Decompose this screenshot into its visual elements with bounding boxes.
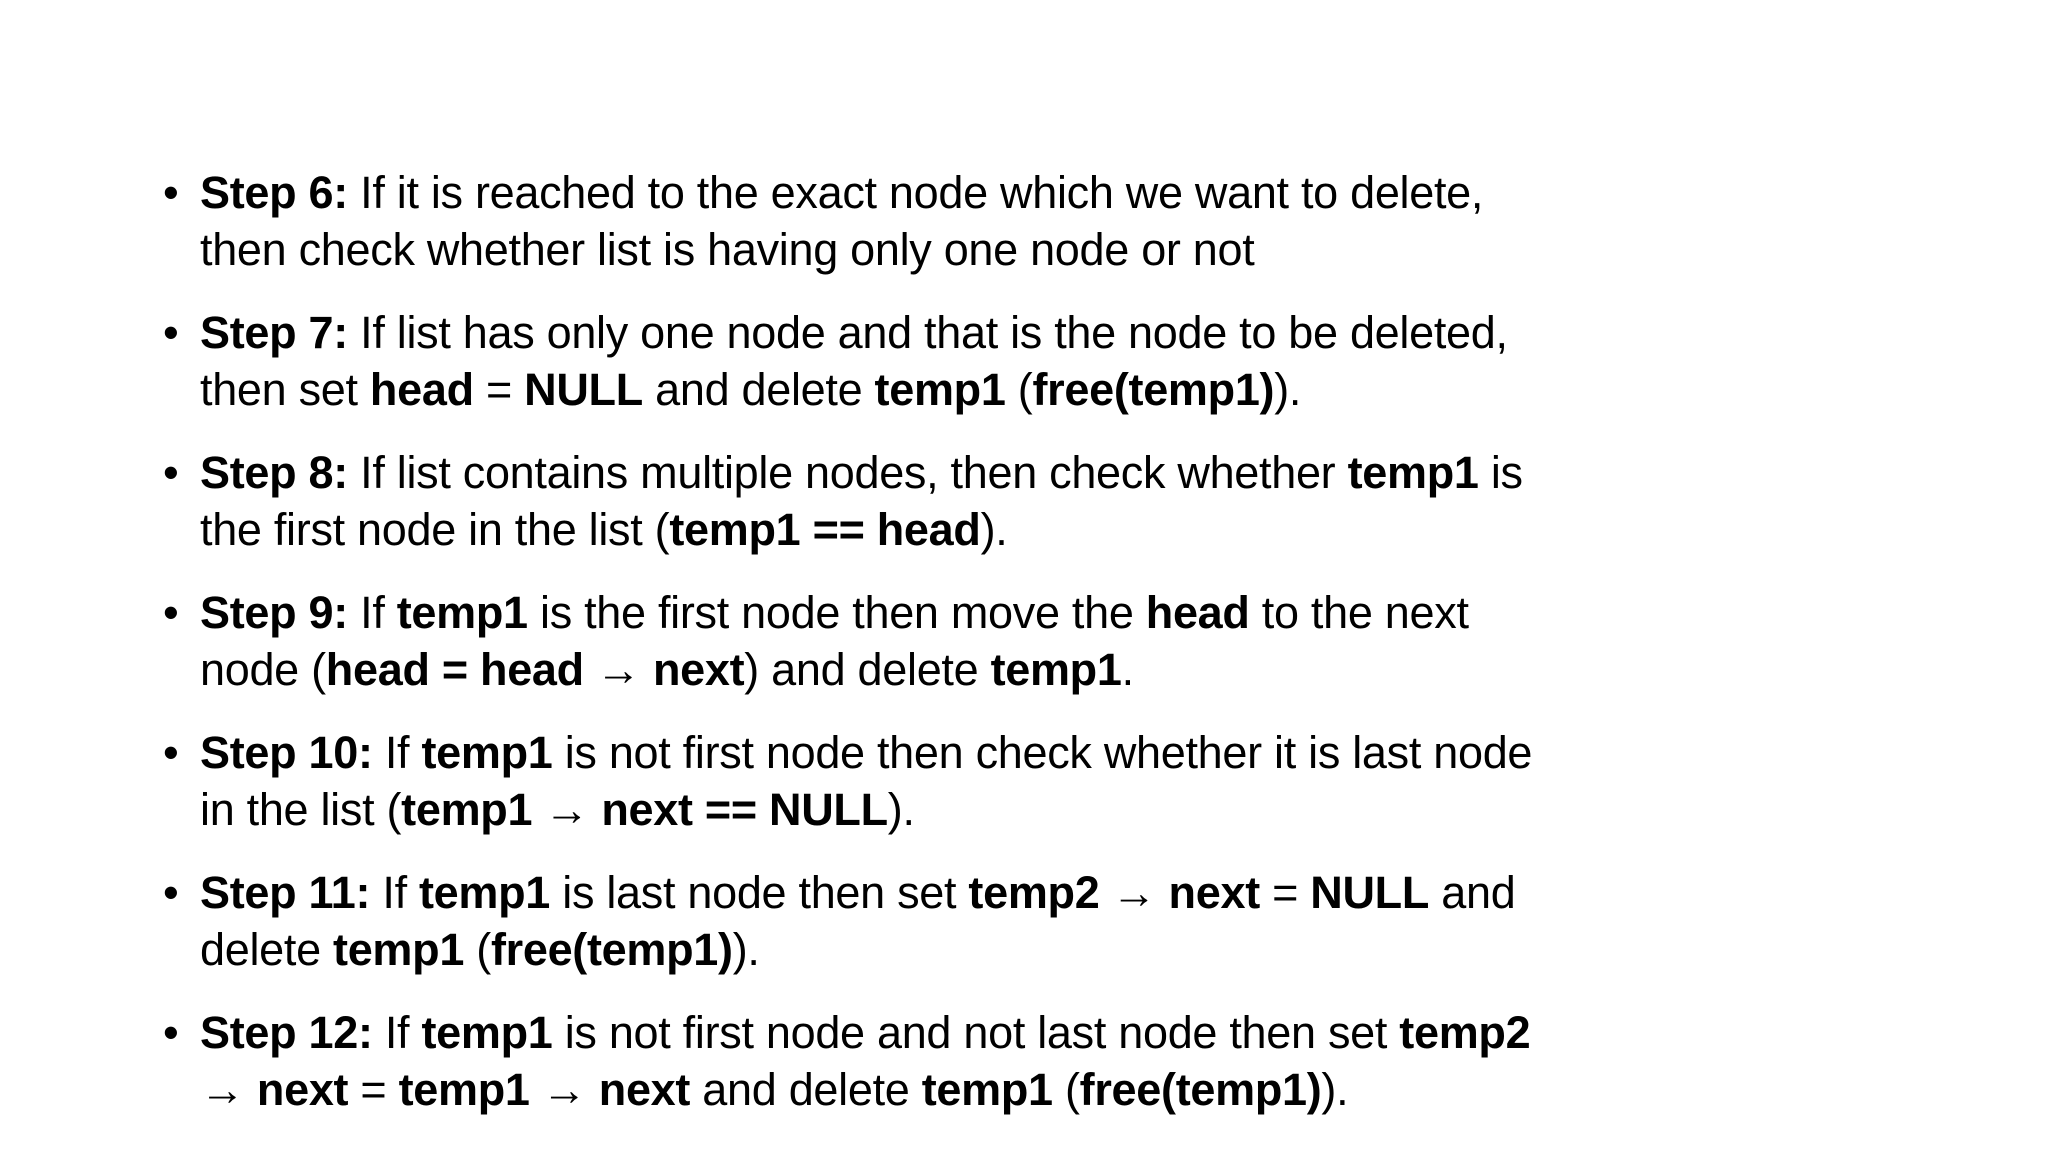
- step-text-bold-segment: NULL: [1310, 867, 1430, 918]
- step-text-bold-segment: temp1: [921, 1064, 1053, 1115]
- step-text-segment: the first node in the list (: [200, 504, 670, 555]
- step-text-segment: delete: [200, 924, 334, 975]
- step-text-segment: is the first node then move the: [527, 587, 1146, 638]
- step-text-segment: (: [1005, 364, 1033, 415]
- step-text-segment: =: [348, 1064, 399, 1115]
- step-text-segment: then check whether list is having only o…: [200, 224, 1255, 275]
- step-text-segment: and delete: [642, 364, 875, 415]
- step-text-bold-segment: temp1: [421, 727, 553, 778]
- step-text-bold-segment: Step 12:: [200, 1007, 373, 1058]
- step-text-segment: node (: [200, 644, 326, 695]
- step-text-segment: is not first node and not last node then…: [552, 1007, 1400, 1058]
- step-item: • Step 7: If list has only one node and t…: [163, 304, 1988, 418]
- step-text-bold-segment: temp1: [419, 867, 551, 918]
- step-item: • Step 9: If temp1 is the first node then…: [163, 584, 1988, 698]
- bullet-icon: •: [163, 587, 179, 638]
- step-text-segment: ).: [732, 924, 760, 975]
- step-text-bold-segment: temp2 → next: [968, 867, 1260, 918]
- step-text-bold-segment: temp1: [421, 1007, 553, 1058]
- step-text-bold-segment: Step 6:: [200, 167, 348, 218]
- step-text: Step 7: If list has only one node and th…: [200, 307, 1508, 415]
- step-text-bold-segment: temp1: [874, 364, 1006, 415]
- steps-list: • Step 6: If it is reached to the exact n…: [163, 164, 1988, 1118]
- step-text-bold-segment: temp1: [396, 587, 528, 638]
- step-text-bold-segment: Step 8:: [200, 447, 348, 498]
- step-text: Step 12: If temp1 is not first node and …: [200, 1007, 1531, 1115]
- step-text-segment: If: [372, 727, 422, 778]
- step-text: Step 9: If temp1 is the first node then …: [200, 587, 1469, 695]
- step-item: • Step 10: If temp1 is not first node the…: [163, 724, 1988, 838]
- step-text-bold-segment: Step 7:: [200, 307, 348, 358]
- step-text-bold-segment: → next: [200, 1064, 349, 1115]
- step-text-bold-segment: temp1: [333, 924, 465, 975]
- step-text-segment: =: [473, 364, 525, 415]
- step-text-segment: If list contains multiple nodes, then ch…: [347, 447, 1348, 498]
- bullet-icon: •: [163, 1007, 179, 1058]
- step-text-segment: in the list (: [200, 784, 402, 835]
- step-text-segment: ) and delete: [744, 644, 991, 695]
- bullet-icon: •: [163, 307, 179, 358]
- step-text-segment: is not first node then check whether it …: [552, 727, 1533, 778]
- step-text-segment: (: [464, 924, 491, 975]
- step-text-bold-segment: head: [1145, 587, 1250, 638]
- step-item: • Step 12: If temp1 is not first node and…: [163, 1004, 1988, 1118]
- step-text-segment: is last node then set: [550, 867, 969, 918]
- step-text-segment: and delete: [690, 1064, 922, 1115]
- step-text: Step 11: If temp1 is last node then set …: [200, 867, 1516, 975]
- step-text-segment: .: [1121, 644, 1135, 695]
- step-text-bold-segment: temp1: [990, 644, 1122, 695]
- step-text-segment: is: [1478, 447, 1523, 498]
- step-text-bold-segment: head = head → next: [325, 644, 745, 695]
- step-item: • Step 6: If it is reached to the exact n…: [163, 164, 1988, 278]
- bullet-icon: •: [163, 867, 179, 918]
- step-text-segment: =: [1259, 867, 1311, 918]
- step-text-bold-segment: Step 10:: [200, 727, 373, 778]
- step-text: Step 10: If temp1 is not first node then…: [200, 727, 1532, 835]
- step-text-bold-segment: NULL: [524, 364, 643, 415]
- step-text-bold-segment: head: [369, 364, 474, 415]
- step-text-segment: ).: [1274, 364, 1302, 415]
- step-text: Step 6: If it is reached to the exact no…: [200, 167, 1483, 275]
- step-text-bold-segment: temp1: [1347, 447, 1479, 498]
- step-text-segment: ).: [980, 504, 1008, 555]
- step-text-bold-segment: Step 9:: [200, 587, 348, 638]
- step-text-segment: (: [1052, 1064, 1080, 1115]
- step-text-segment: If list has only one node and that is th…: [347, 307, 1508, 358]
- step-text-segment: and: [1429, 867, 1516, 918]
- step-text-bold-segment: free(temp1): [1032, 364, 1275, 415]
- step-text-bold-segment: temp1 == head: [669, 504, 981, 555]
- bullet-icon: •: [163, 167, 179, 218]
- step-text-bold-segment: free(temp1): [1079, 1064, 1322, 1115]
- step-text-bold-segment: temp2: [1399, 1007, 1531, 1058]
- step-text-segment: then set: [200, 364, 370, 415]
- step-item: • Step 11: If temp1 is last node then set…: [163, 864, 1988, 978]
- step-text-segment: ).: [887, 784, 915, 835]
- bullet-icon: •: [163, 727, 179, 778]
- step-text-segment: If: [372, 1007, 422, 1058]
- step-text-segment: If it is reached to the exact node which…: [347, 167, 1484, 218]
- step-item: • Step 8: If list contains multiple nodes…: [163, 444, 1988, 558]
- step-text: Step 8: If list contains multiple nodes,…: [200, 447, 1523, 555]
- step-text-segment: ).: [1321, 1064, 1349, 1115]
- bullet-icon: •: [163, 447, 179, 498]
- step-text-segment: If: [370, 867, 419, 918]
- step-text-bold-segment: temp1 → next: [398, 1064, 691, 1115]
- step-text-bold-segment: Step 11:: [200, 867, 371, 918]
- step-text-segment: to the next: [1249, 587, 1469, 638]
- step-text-bold-segment: temp1 → next == NULL: [401, 784, 888, 835]
- step-text-segment: If: [347, 587, 397, 638]
- step-text-bold-segment: free(temp1): [490, 924, 733, 975]
